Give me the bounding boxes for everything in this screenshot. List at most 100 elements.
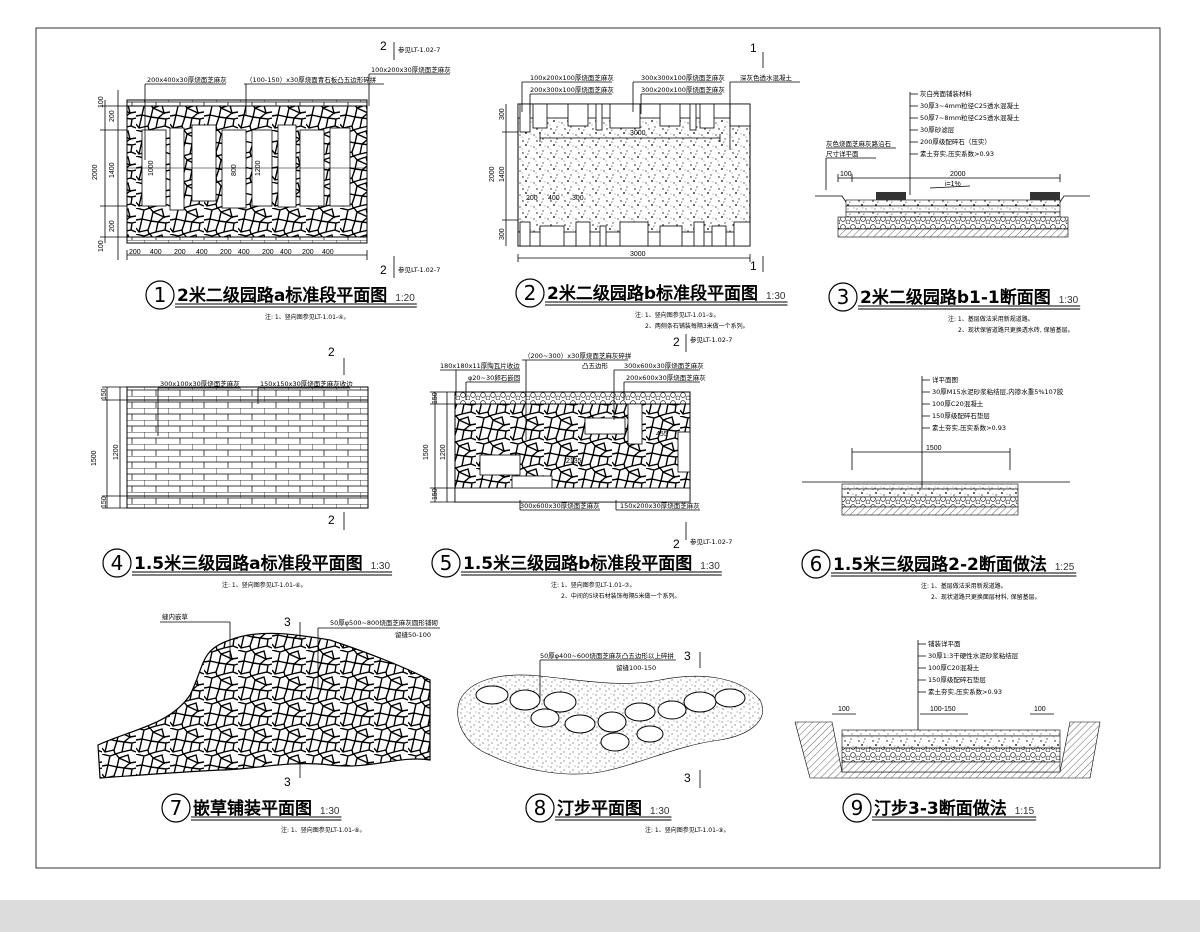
drawing-number-circle	[525, 793, 555, 823]
drawing-3-section: 100 2000 i=1% 灰色烧面芝麻灰路沿石 尺寸详平面 灰白亮面铺装材料 …	[815, 89, 1090, 238]
drawing-note: 2、现状保留道路只更换透水砖, 保留基层。	[958, 326, 1074, 334]
callout-label: 300x600x30厚烧面芝麻灰	[520, 501, 600, 510]
dim-label: 1500	[926, 445, 942, 452]
drawing-8-plan: 50厚φ400~600烧面芝麻灰凸五边形以上碎拼 留缝100-150 3 3	[457, 649, 763, 788]
dim-label: 100-150	[930, 706, 956, 713]
reference-note: 参见LT-1.02-7	[398, 265, 440, 274]
callout-label: 150厚级配碎石垫层	[932, 411, 990, 420]
title-underline	[132, 571, 393, 576]
section-mark: 1	[750, 259, 757, 273]
callout-label: 30厚M15水泥砂浆粘结层,内掺水重5%107胶	[932, 387, 1064, 396]
dim-label: 400	[280, 249, 292, 256]
drawing-number-circle	[515, 278, 545, 308]
drawing-number: 9	[851, 796, 864, 820]
drawing-note: 注: 1、基层做法采用新规道路。	[921, 582, 1007, 590]
dim-label: 200	[174, 249, 186, 256]
callout-label: 尺寸详平面	[826, 149, 859, 158]
callout-label: 200x400x30厚烧面芝麻灰	[147, 75, 227, 84]
callout-label: 200厚级配碎石（压实）	[920, 137, 991, 146]
dim-label: 200	[109, 220, 116, 232]
drawing-scale: 1:25	[1055, 562, 1075, 573]
dim-label: 150	[101, 496, 108, 508]
drawing-2-plan: 3000 3000 200 400 300 300 1400 300 2000 …	[489, 41, 800, 273]
drawing-note: 注: 1、竖向图参见LT-1.01-⑨。	[645, 826, 729, 834]
callout-label: 150x200x30厚烧面芝麻灰	[620, 501, 700, 510]
drawing-number-circle	[431, 548, 461, 578]
callout-label: 50厚φ400~600烧面芝麻灰凸五边形以上碎拼	[540, 651, 674, 660]
dim-label: 400	[322, 249, 334, 256]
callout-label: 详平面图	[932, 375, 958, 384]
dim-label: 2000	[950, 171, 966, 178]
drawing-note: 2、两侧条石铺装每隔3米做一个系列。	[645, 322, 749, 330]
callout-label: 缝内嵌草	[162, 612, 189, 621]
drawing-title: 汀步平面图	[557, 798, 642, 819]
callout-label: 50厚φ500~800烧面芝麻灰圆形铺砌	[330, 618, 438, 627]
dim-label: 300	[572, 195, 584, 202]
section-mark: 2	[328, 345, 335, 359]
title-underline	[831, 572, 1077, 577]
dim-label: 1400	[499, 166, 506, 182]
dim-label: 400	[548, 195, 560, 202]
drawing-number-circle	[161, 793, 191, 823]
drawing-9-section: 100 100-150 100 铺装详平面 30厚1:3干硬性水泥砂浆粘结层 1…	[794, 639, 1101, 779]
drawing-note: 注: 1、基层做法采用新规道路。	[948, 315, 1034, 323]
callout-label: 灰色烧面芝麻灰路沿石	[826, 139, 892, 148]
section-mark: 3	[684, 771, 691, 785]
callout-label: （100-150）x30厚烧面青石板凸五边形碎拼	[246, 75, 377, 84]
dim-label: 400	[196, 249, 208, 256]
callout-label: 100x200x100厚烧面芝麻灰	[530, 73, 614, 82]
reference-note: 参见LT-1.02-7	[398, 45, 440, 54]
dim-label: 1200	[113, 444, 120, 460]
drawing-number: 7	[170, 796, 183, 820]
title-underline	[191, 816, 342, 821]
slope-label: i=1%	[945, 181, 961, 188]
dim-label: 200	[262, 249, 274, 256]
callout-label: φ20~30卵石嵌固	[468, 373, 520, 382]
drawing-title: 1.5米三级园路b标准段平面图	[463, 553, 692, 574]
callout-label: 300x600x30厚烧面芝麻灰	[624, 361, 704, 370]
drawing-scale: 1:30	[650, 806, 670, 817]
drawing-title: 2米二级园路b1-1断面图	[860, 287, 1051, 308]
drawing-7-plan: 缝内嵌草 50厚φ500~800烧面芝麻灰圆形铺砌 留缝50-100 3 3	[97, 612, 440, 789]
drawing-1-plan: 100 200 1400 200 100 2000 200 400 200 40…	[92, 39, 451, 278]
section-mark: 2	[328, 513, 335, 527]
section-mark: 2	[380, 263, 387, 277]
callout-label: 200x600x30厚烧面芝麻灰	[626, 373, 706, 382]
dim-label: 1500	[423, 444, 430, 460]
drawing-number: 2	[524, 281, 537, 305]
title-underline	[175, 303, 417, 308]
dim-label: 150	[101, 388, 108, 400]
callout-label: 铺装详平面	[928, 639, 961, 648]
drawing-note: 注: 1、竖向图参见LT-1.01-⑧。	[281, 826, 365, 834]
title-underline	[858, 305, 1081, 310]
dim-label: 150	[432, 488, 439, 500]
sheet-border	[35, 27, 1161, 869]
drawing-5-plan: 150 1200 150 1500 2135 455 180x180x11厚陶瓦…	[423, 334, 732, 551]
dim-label: 300	[499, 228, 506, 240]
dim-label: 300	[499, 108, 506, 120]
drawing-scale: 1:30	[700, 561, 720, 572]
drawing-title: 嵌草铺装平面图	[193, 798, 312, 819]
dim-label: 1400	[109, 162, 116, 178]
dim-label: 100	[1034, 706, 1046, 713]
dim-label: 1200	[255, 160, 262, 176]
callout-label: 100厚C20混凝土	[928, 663, 980, 672]
section-mark: 1	[750, 41, 757, 55]
dim-label: 1000	[148, 160, 155, 176]
drawing-number: 8	[534, 796, 547, 820]
dim-label: 200	[220, 249, 232, 256]
title-underline	[545, 301, 788, 306]
drawing-note: 注: 1、竖向图参见LT-1.01-⑤。	[635, 311, 719, 319]
dim-label: 2000	[489, 166, 496, 182]
dim-label: 200	[526, 195, 538, 202]
callout-label: 深灰色透水混凝土	[740, 73, 793, 82]
drawing-title: 2米二级园路a标准段平面图	[177, 285, 387, 306]
callout-label: 素土夯实,压实系数>0.93	[920, 149, 994, 158]
